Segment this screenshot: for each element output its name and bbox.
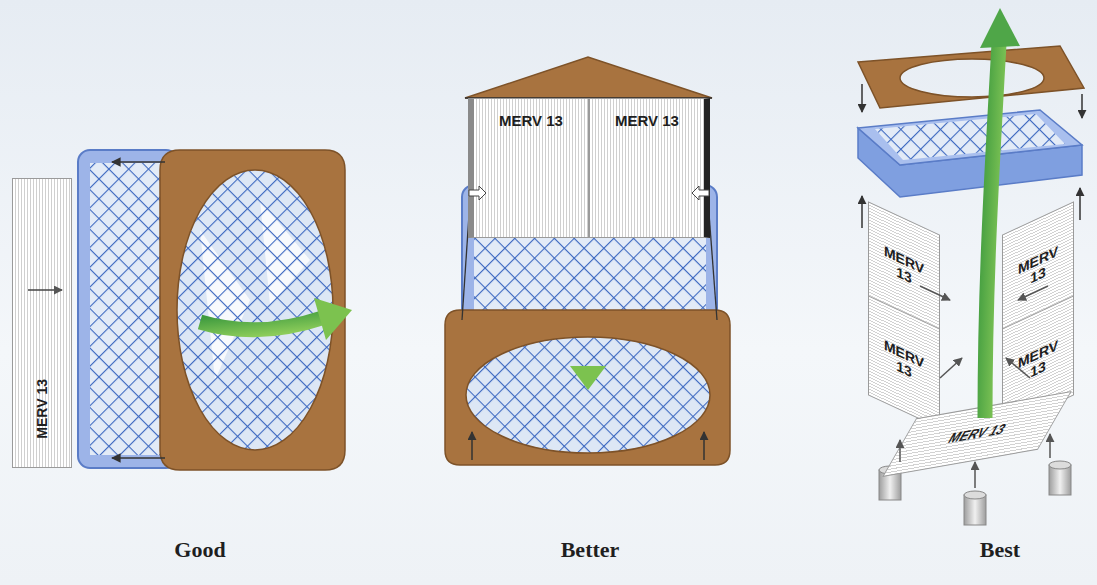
airflow-arrowhead: [980, 8, 1020, 48]
clamp-arrow: [1079, 188, 1081, 220]
filter-label: MERV 13: [615, 113, 679, 129]
filter-panel: MERV 13: [12, 178, 72, 468]
filter-label: MERV 13: [499, 113, 563, 129]
fan-grille: [177, 170, 333, 450]
filter-label: MERV 13: [882, 337, 926, 387]
push-arrow: [692, 186, 709, 200]
fan-grille: [875, 114, 1065, 160]
clamp-arrow: [861, 196, 863, 228]
airflow-arrow: [920, 286, 950, 300]
clamp-arrow: [861, 84, 863, 112]
airflow-arrowhead: [314, 298, 352, 340]
fan-opening: [177, 170, 333, 450]
filter-panel: MERV 13: [468, 98, 589, 238]
filter-label: MERV 13: [1016, 243, 1060, 293]
airflow-arrow: [985, 44, 999, 418]
fan-blades: [875, 114, 1065, 160]
clamp-arrow: [112, 161, 165, 163]
airflow-arrow: [28, 289, 62, 291]
cardboard-plate: [858, 46, 1084, 108]
fan-top: [858, 110, 1082, 165]
caption-label: Good: [174, 537, 225, 563]
filter-label: MERV 13: [882, 243, 926, 293]
fan-grille: [90, 163, 168, 455]
airflow-arrow: [974, 462, 976, 488]
caption-label: Better: [561, 537, 620, 563]
caption-label: Best: [980, 537, 1020, 563]
airflow-arrow: [1049, 434, 1051, 458]
fan-grille: [466, 337, 710, 453]
clamp-arrow: [703, 432, 705, 460]
airflow-arrow: [200, 318, 322, 330]
airflow-arrow: [1018, 286, 1048, 300]
push-arrow: [469, 186, 486, 200]
airflow-arrowhead: [570, 366, 606, 390]
fan-opening: [466, 337, 710, 453]
airflow-arrow: [940, 358, 962, 378]
clamp-arrow: [1081, 94, 1083, 118]
cardboard-shroud: [445, 310, 730, 465]
fan-blades: [90, 163, 168, 455]
filter-label: MERV 13: [945, 421, 1008, 446]
airflow-arrow: [1006, 358, 1030, 378]
filter-panel: MERV 13: [589, 98, 710, 238]
clamp-arrow: [112, 457, 165, 459]
airflow-arrow: [899, 440, 901, 462]
cardboard-shroud: [160, 150, 345, 470]
cardboard-roof: [465, 57, 712, 98]
filter-label: MERV 13: [35, 379, 50, 439]
airflow-arrow: [581, 332, 596, 368]
support-leg-top: [1049, 461, 1071, 469]
clamp-arrow: [471, 432, 473, 460]
filter-label: MERV 13: [1016, 337, 1060, 387]
support-leg-top: [964, 491, 986, 499]
